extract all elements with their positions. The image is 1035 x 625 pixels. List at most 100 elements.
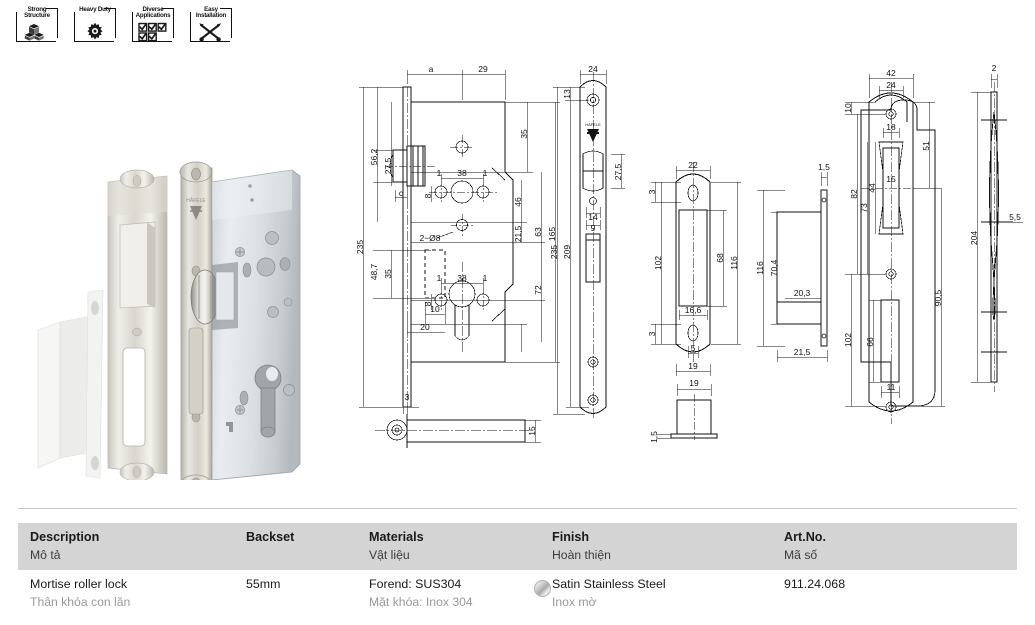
badge-frame xyxy=(74,12,114,42)
column-header-description: Description Mô tả xyxy=(30,529,99,563)
dim-35-left: 35 xyxy=(383,269,393,279)
badge-heavy-duty: Heavy Duty xyxy=(72,6,118,44)
specification-table: Description Mô tả Backset Materials Vật … xyxy=(18,523,1017,622)
value-materials-vi: Mặt khóa: Inox 304 xyxy=(369,595,473,609)
checkboxes-icon xyxy=(130,21,176,43)
dim-3-top: 3 xyxy=(647,189,657,194)
svg-text:HÄFELE: HÄFELE xyxy=(186,197,206,204)
column-header-description-en: Description xyxy=(30,530,100,544)
dim-3-spindle: 3 xyxy=(405,392,410,402)
svg-text:HÄFELE: HÄFELE xyxy=(585,122,601,127)
box-keep-photo xyxy=(37,289,104,479)
dim-73: 73 xyxy=(859,203,869,213)
value-finish-vi: Inox mờ xyxy=(552,595,597,609)
value-finish-en: Satin Stainless Steel xyxy=(552,577,666,591)
strike-plate-photo xyxy=(107,169,168,482)
cell-description: Mortise roller lock Thân khóa con lăn xyxy=(30,576,130,611)
dim-209: 209 xyxy=(562,245,572,259)
column-header-finish: Finish Hoàn thiện xyxy=(552,529,611,563)
keep-plate-edge-view xyxy=(981,82,1013,392)
badge-frame-corner xyxy=(104,8,116,38)
dim-15: 15 xyxy=(886,174,896,184)
strike-plate-front-view xyxy=(675,162,711,362)
dim-2: 2 xyxy=(992,63,997,73)
forend-view: HÄFELE xyxy=(579,72,607,420)
dim-1-a: 1 xyxy=(437,168,442,178)
dim-27-5: 27,5 xyxy=(383,157,393,174)
dim-44: 44 xyxy=(867,183,877,193)
dim-90-5: 90,5 xyxy=(933,289,943,306)
badge-frame xyxy=(132,12,172,42)
column-header-backset: Backset xyxy=(246,529,294,547)
cubes-icon xyxy=(14,21,60,43)
gear-icon xyxy=(72,21,118,43)
tools-icon xyxy=(188,21,234,43)
dim-5-5: 5,5 xyxy=(1009,212,1021,222)
dim-68: 68 xyxy=(715,253,725,263)
dim-27-5-forend: 27,5 xyxy=(613,163,623,180)
keep-plate-front-view xyxy=(860,82,936,424)
table-header-row: Description Mô tả Backset Materials Vật … xyxy=(18,523,1017,570)
badge-frame xyxy=(190,12,230,42)
dim-63: 63 xyxy=(533,227,543,237)
lock-body-front-view xyxy=(385,86,514,408)
dim-16-6: 16,6 xyxy=(685,305,702,315)
value-art-no: 911.24.068 xyxy=(784,577,846,591)
value-description-vi: Thân khóa con lăn xyxy=(30,595,131,609)
dim-21-5-side: 21,5 xyxy=(794,347,811,357)
dim-a: a xyxy=(429,64,434,74)
dim-9: 9 xyxy=(591,223,596,233)
technical-drawings-group: HÄFELE xyxy=(345,62,1035,482)
dim-46: 46 xyxy=(513,197,523,207)
column-header-materials-en: Materials xyxy=(369,530,424,544)
dim-102: 102 xyxy=(653,256,663,270)
dim-42: 42 xyxy=(886,68,896,78)
value-backset: 55mm xyxy=(246,577,281,591)
dim-24-forend: 24 xyxy=(588,64,598,74)
hafele-logo: HÄFELE xyxy=(186,197,206,220)
follower-spindle-detail xyxy=(375,414,535,448)
finish-swatch xyxy=(534,580,551,597)
dim-165: 165 xyxy=(547,227,557,241)
dim-1-5: 1,5 xyxy=(818,162,830,172)
dim-116-side: 116 xyxy=(755,261,765,275)
dim-56-2: 56,2 xyxy=(369,148,379,165)
dim-3-bot: 3 xyxy=(647,331,657,336)
dim-18: 18 xyxy=(886,122,896,132)
badge-frame xyxy=(16,12,56,42)
column-header-art-no-vi: Mã số xyxy=(784,548,818,562)
dim-10-keep: 10 xyxy=(843,103,853,113)
value-description-en: Mortise roller lock xyxy=(30,577,128,591)
column-header-art-no: Art.No. Mã số xyxy=(784,529,826,563)
dim-102-keep: 102 xyxy=(843,333,853,347)
euro-cylinder-cutout xyxy=(254,364,282,438)
dim-20: 20 xyxy=(420,322,430,332)
dim-8-bot: 8 xyxy=(423,301,433,306)
cell-materials: Forend: SUS304 Mặt khóa: Inox 304 xyxy=(369,576,473,611)
strike-plate-side-view xyxy=(776,189,828,347)
dim-66: 66 xyxy=(865,337,875,347)
dim-38-bot: 38 xyxy=(457,273,467,283)
dim-235: 235 xyxy=(355,240,365,254)
dim-15-spindle: 15 xyxy=(527,426,537,436)
dim-82: 82 xyxy=(849,189,859,199)
dim-29: 29 xyxy=(478,64,488,74)
dim-116: 116 xyxy=(729,256,739,270)
dim-72: 72 xyxy=(533,285,543,295)
table-row: Mortise roller lock Thân khóa con lăn 55… xyxy=(18,570,1017,622)
badge-label: Heavy Duty xyxy=(79,6,111,13)
dim-1-5-roller: 1,5 xyxy=(649,431,659,443)
dim-c: c xyxy=(399,188,404,198)
dim-24-keep: 24 xyxy=(886,80,896,90)
dim-10: 10 xyxy=(430,304,440,314)
dim-204: 204 xyxy=(969,231,979,245)
cell-backset: 55mm xyxy=(246,576,280,593)
column-header-finish-en: Finish xyxy=(552,530,590,544)
product-photo-group: HÄFELE xyxy=(0,60,345,496)
